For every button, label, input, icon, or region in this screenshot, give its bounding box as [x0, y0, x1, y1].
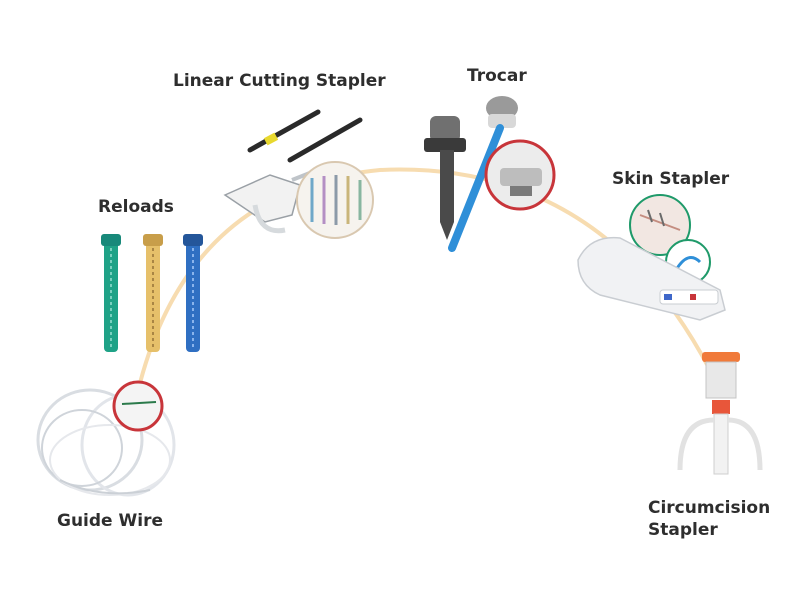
label-circumcision-stapler: Circumcision Stapler [648, 497, 788, 541]
circumcision-stapler-image [677, 352, 763, 475]
linear-cutting-stapler-image [223, 109, 363, 234]
label-skin-stapler: Skin Stapler [612, 169, 730, 189]
skin-stapler-zoom-icon [629, 194, 691, 256]
label-trocar: Trocar [467, 66, 527, 86]
label-circumcision-stapler-line-1: Circumcision [648, 498, 771, 518]
reload-blue-image [183, 234, 203, 352]
linear-cutting-stapler-zoom-icon [296, 161, 374, 239]
trocar-zoom-icon [484, 139, 556, 211]
reload-green-image [101, 234, 121, 352]
skin-stapler-image [577, 236, 726, 321]
label-circumcision-stapler-line-2: Stapler [648, 520, 718, 540]
reload-yellow-image [143, 234, 163, 352]
label-linear-cutting-stapler: Linear Cutting Stapler [173, 71, 386, 91]
trocar-image [424, 96, 518, 252]
guide-wire-zoom-icon [112, 380, 164, 432]
label-reloads: Reloads [98, 197, 174, 217]
label-guide-wire: Guide Wire [57, 511, 163, 531]
